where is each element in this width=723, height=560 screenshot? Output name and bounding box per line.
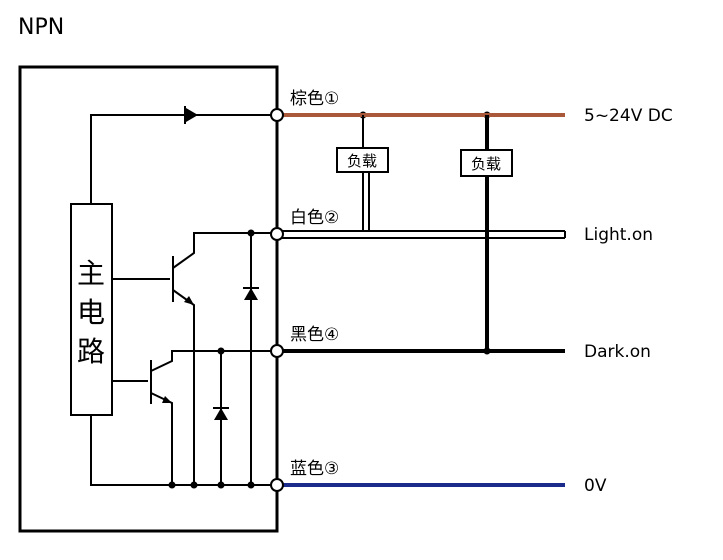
wire-white <box>282 230 566 239</box>
junction-dots <box>168 111 491 489</box>
load-2-label: 负载 <box>471 155 501 173</box>
supply-diode-icon <box>186 108 198 122</box>
protection-diode-2-icon <box>214 408 228 420</box>
load-1-box <box>336 147 389 173</box>
main-circuit-char-3: 路 <box>77 335 105 368</box>
load-2: 负载 <box>460 115 513 351</box>
main-circuit-block <box>70 203 113 416</box>
main-circuit-char-2: 电 <box>77 296 105 329</box>
terminal-blue <box>270 478 284 492</box>
diagram-title: NPN <box>18 15 64 40</box>
signal-label-light-on: Light.on <box>584 225 653 245</box>
terminals <box>270 108 284 492</box>
signal-label-supply: 5~24V DC <box>584 106 673 126</box>
transistor-1-emitter-arrow-icon <box>184 296 194 305</box>
terminal-black <box>270 344 284 358</box>
transistor-2-emitter-arrow-icon <box>162 396 172 403</box>
protection-diode-1-icon <box>244 288 258 300</box>
load-2-box <box>460 149 513 177</box>
terminal-white <box>270 227 284 241</box>
load-1: 负载 <box>336 115 389 231</box>
wire-label-brown: 棕色① <box>290 89 339 109</box>
signal-label-ground: 0V <box>584 476 607 496</box>
signal-label-dark-on: Dark.on <box>584 342 651 362</box>
wire-label-black: 黑色④ <box>290 325 339 345</box>
wire-label-blue: 蓝色③ <box>290 459 339 479</box>
load-1-label: 负载 <box>347 152 377 170</box>
main-circuit-char-1: 主 <box>77 257 105 290</box>
sensor-housing <box>18 65 279 533</box>
terminal-brown <box>270 108 284 122</box>
wire-label-white: 白色② <box>290 208 339 228</box>
